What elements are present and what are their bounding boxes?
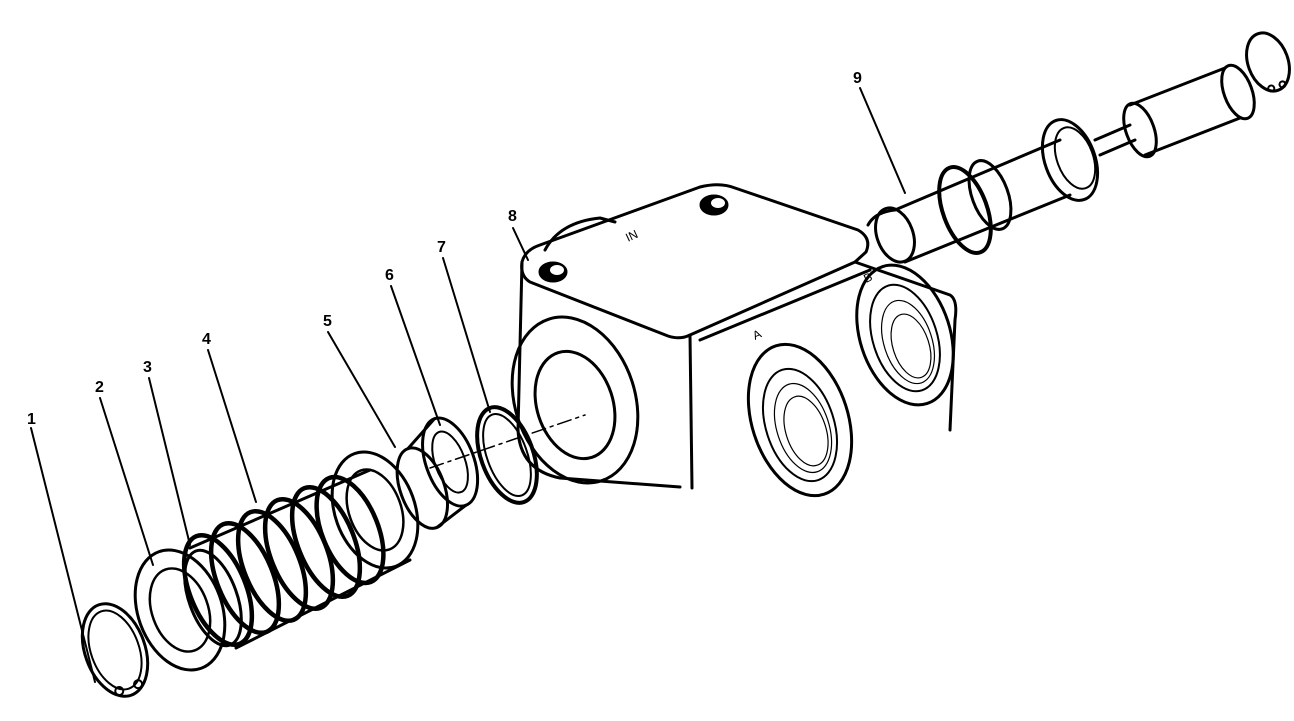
stamp-a: A [750, 327, 763, 343]
valve-body-part-8: IN A B [510, 183, 958, 498]
spool-part-9 [866, 63, 1256, 264]
bushing-part-6 [395, 416, 480, 530]
callout-6: 6 [385, 267, 394, 284]
callout-3: 3 [143, 359, 152, 376]
leader-lines [30, 87, 906, 683]
callout-5: 5 [323, 313, 332, 330]
callout-9: 9 [853, 70, 862, 87]
stamp-in: IN [623, 227, 640, 245]
spring-part-4 [181, 474, 386, 648]
callout-4: 4 [202, 331, 211, 348]
callout-8: 8 [508, 208, 517, 225]
callout-1: 1 [27, 411, 36, 428]
washer-part-2 [133, 548, 227, 672]
callout-2: 2 [95, 379, 104, 396]
snap-ring-part-1 [80, 602, 150, 698]
snap-ring-end [1245, 31, 1291, 93]
center-line [429, 414, 586, 469]
callout-7: 7 [437, 239, 446, 256]
washer-part-5 [330, 450, 420, 570]
